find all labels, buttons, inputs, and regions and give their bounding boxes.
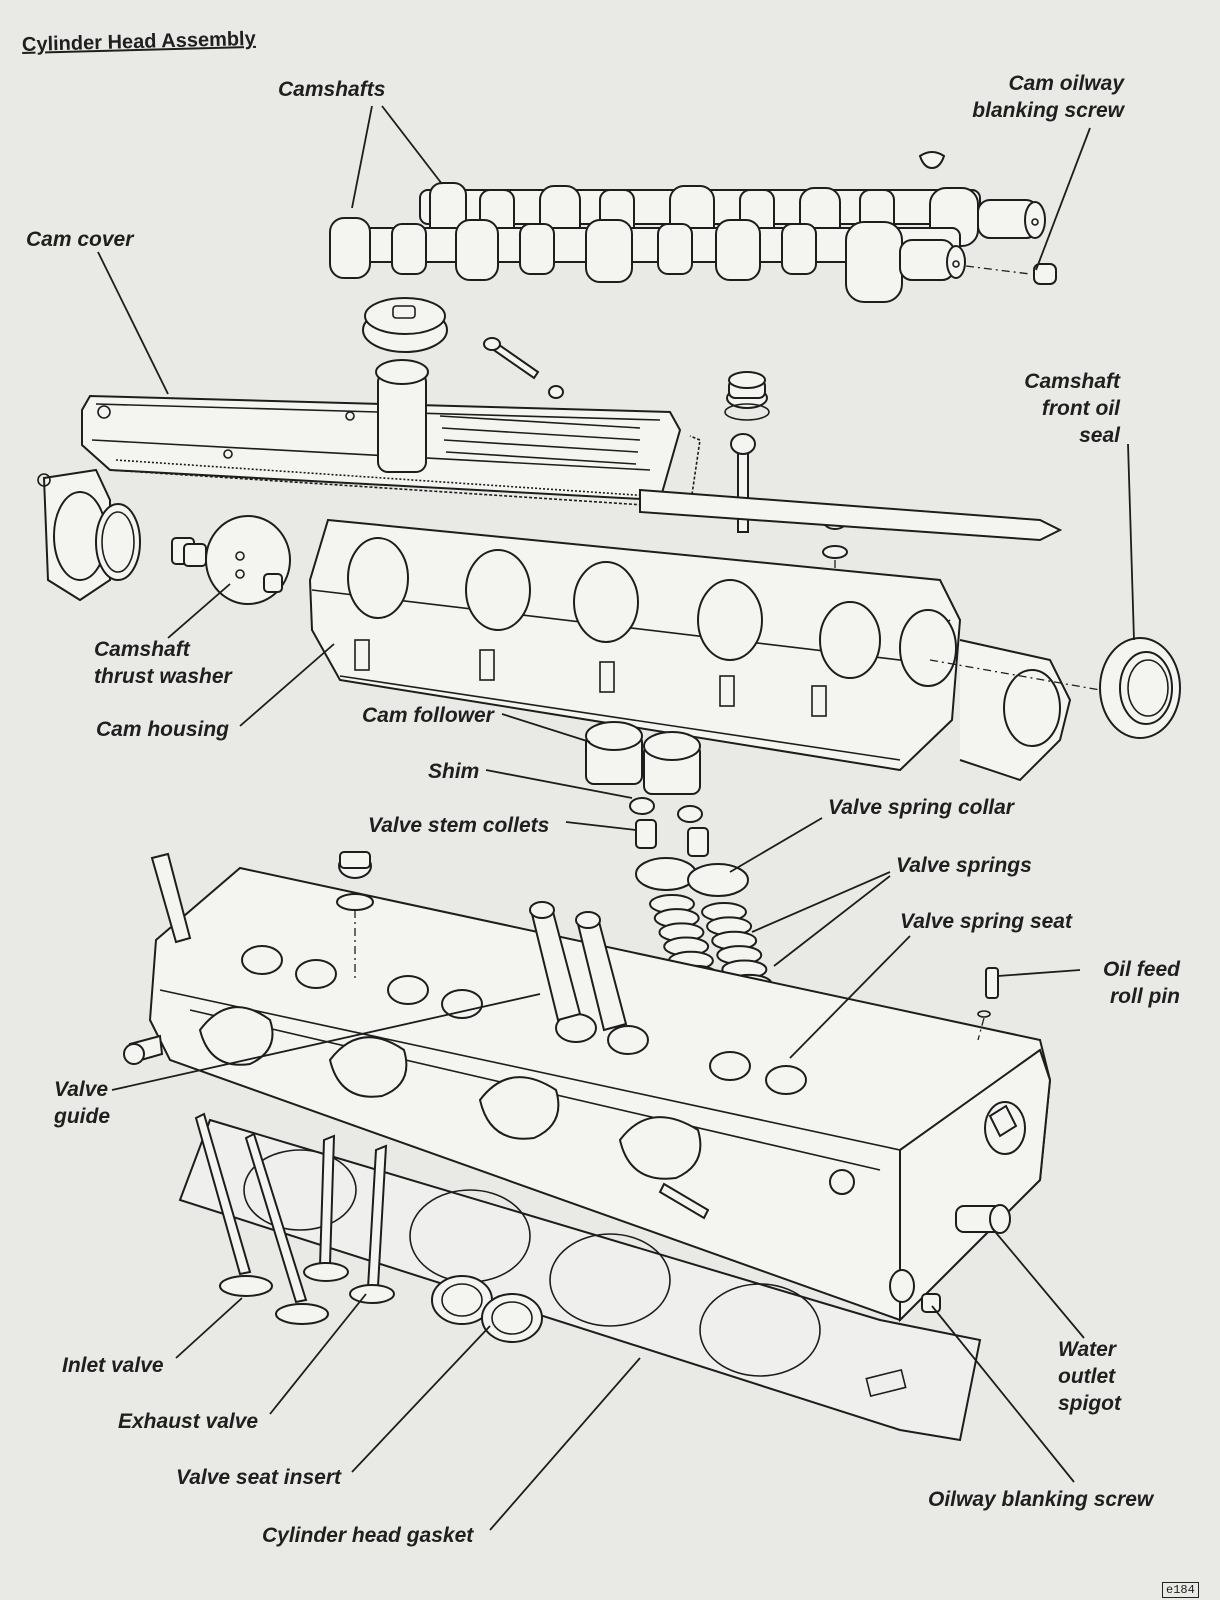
cylinder-head-part [123,852,1052,1323]
label-camshaft-thrust-washer: Camshaft thrust washer [94,638,232,688]
filler-plug [724,371,770,421]
thrust-washer-part [171,515,291,605]
housing-bolt [730,433,756,533]
label-cam-follower: Cam follower [362,704,494,727]
oil-filler-cap [362,297,448,353]
label-inlet-valve: Inlet valve [62,1354,164,1377]
valve-seat [441,989,483,1019]
front-camshaft [329,217,966,303]
label-cam-housing: Cam housing [96,718,230,741]
label-cam-oilway-blanking-screw: Cam oilway blanking screw [972,72,1124,122]
valve-seat [709,1051,751,1081]
exhaust-stud [658,1182,710,1220]
label-cam-cover: Cam cover [26,228,134,251]
label-exhaust-valve: Exhaust valve [118,1410,259,1433]
label-valve-guide: Valve guide [54,1078,110,1128]
cover-bolt [483,337,564,399]
label-cylinder-head-gasket: Cylinder head gasket [262,1524,474,1547]
label-valve-springs: Valve springs [896,854,1032,877]
water-outlet-spigot-part [955,1204,1011,1234]
oilway-blanking-screw-part [921,1293,941,1313]
cam-housing-part [308,518,1101,782]
camshafts-drawing [329,151,1057,303]
head-nut [336,851,374,980]
valves-part [194,1112,395,1325]
label-oil-feed-roll-pin: Oil feed roll pin [1102,958,1180,1008]
label-valve-seat-insert: Valve seat insert [176,1466,341,1489]
valve-seat [387,975,429,1005]
camshaft-front-oil-seal-part [1099,637,1181,739]
front-seal-housing-left [37,468,141,602]
leader-lines [97,105,1135,1531]
label-water-outlet-spigot: Water outlet spigot [1058,1338,1121,1415]
oil-feed-roll-pin-part [977,967,999,1041]
cover-baffle [639,488,1063,542]
label-shim: Shim [428,760,480,783]
figure-code: e184 [1162,1582,1199,1598]
label-camshafts: Camshafts [278,78,386,101]
valve-seat [607,1025,649,1055]
shims-part [629,797,703,823]
cam-oilway-blanking-screw-part [1033,263,1057,285]
valve-seat [241,945,283,975]
cam-cover-part [81,359,701,509]
cam-followers-part [585,721,701,795]
collets-part [635,819,709,857]
valve-seat [295,959,337,989]
label-valve-spring-seat: Valve spring seat [900,910,1072,933]
label-valve-stem-collets: Valve stem collets [368,814,550,837]
valve-seat-inserts-part [431,1275,543,1343]
label-oilway-blanking-screw: Oilway blanking screw [928,1488,1154,1511]
valve-guides-part [529,901,628,1032]
label-valve-spring-collar: Valve spring collar [828,796,1014,819]
label-camshaft-front-oil-seal: Camshaft front oil seal [1024,370,1120,447]
valve-seat [765,1065,807,1095]
